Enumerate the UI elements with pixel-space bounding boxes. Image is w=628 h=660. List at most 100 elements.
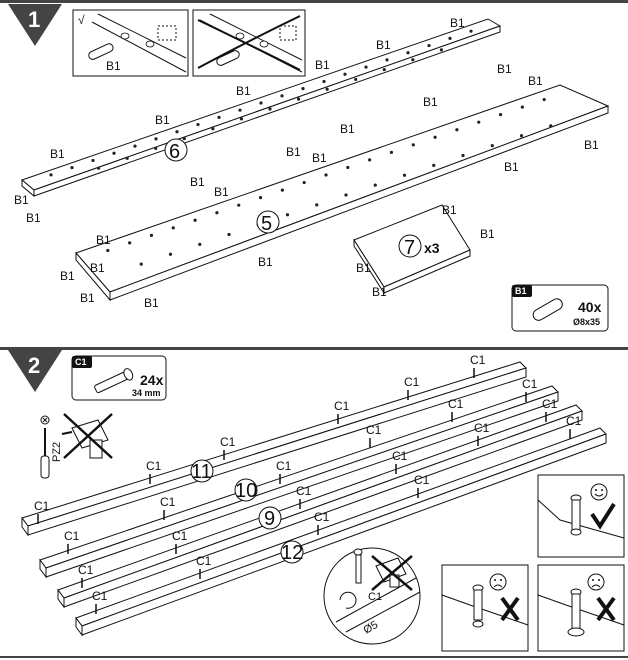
no-drill-cross: [63, 413, 113, 459]
dowel-hole: [433, 135, 437, 139]
connector-label: C1: [470, 353, 486, 367]
dowel-hole: [455, 128, 459, 132]
dowel-hole: [106, 248, 110, 253]
dowel-hole: [154, 137, 158, 141]
connector-label: C1: [404, 375, 420, 389]
connector-label: C1: [276, 459, 292, 473]
dowel-label: B1: [450, 16, 465, 30]
dowel-hole: [344, 193, 348, 197]
connector-label: C1: [34, 499, 50, 513]
dowel-hole: [193, 218, 197, 222]
dowel-hole: [469, 29, 473, 33]
detail-label: C1: [368, 591, 382, 603]
connector-label: C1: [314, 510, 330, 524]
dowel-label: B1: [60, 269, 75, 283]
dowel-hole: [211, 127, 215, 131]
dowel-hole: [171, 226, 175, 230]
dowel-quantity: 40x: [578, 299, 602, 315]
cross-icon: [596, 596, 616, 622]
dowel-icon: [532, 298, 563, 321]
connector-label: C1: [474, 421, 490, 435]
dowel-hole: [128, 241, 132, 245]
dowel-hole: [168, 252, 173, 256]
dowel-hole: [285, 213, 290, 217]
cross-out-stroke: [197, 15, 301, 69]
connector-label: C1: [220, 435, 236, 449]
dowel-hole: [411, 58, 415, 62]
dowel-label: B1: [480, 227, 495, 241]
dowel-hole: [238, 108, 242, 112]
dowel-hole: [519, 134, 524, 138]
dowel-label: B1: [356, 261, 371, 275]
rail-9: 9: [57, 404, 583, 609]
dowel-label: B1: [340, 122, 355, 136]
dowel-label: B1: [504, 160, 519, 174]
dowel-hole: [354, 77, 358, 82]
dowel-label: B1: [376, 38, 391, 52]
dowel-hole: [268, 107, 272, 111]
dowel-hole: [448, 36, 452, 40]
dowel-hole: [343, 72, 347, 76]
dowel-label: B1: [372, 285, 387, 299]
connector-part-box: C1 24x 34 mm: [71, 355, 167, 401]
step-2-section: 2 C1 24x 34 mm PZ2: [0, 347, 628, 658]
dowel-hole: [70, 166, 74, 170]
check-icon: [590, 502, 616, 530]
wrong-install-box-1: [441, 564, 529, 652]
dowel-hole: [280, 94, 284, 98]
dowel-hole: [315, 203, 319, 207]
sad-face-icon: [489, 573, 507, 591]
panel-7-number: 7: [404, 237, 415, 259]
dowel-hole: [215, 211, 219, 215]
dowel-hole: [520, 105, 524, 109]
dowel-badge: B1: [515, 286, 527, 296]
connector-bolt-icon: [472, 584, 484, 628]
correct-install-box: [537, 474, 625, 558]
connector-label: C1: [542, 397, 558, 411]
connector-label: C1: [296, 484, 312, 498]
dowel-hole: [175, 130, 179, 134]
step-2-number: 2: [28, 353, 40, 378]
dowel-hole: [389, 150, 394, 154]
dowel-label: B1: [14, 193, 29, 207]
dowel-hole: [258, 196, 263, 200]
dowel-label: B1: [497, 62, 512, 76]
connector-label: C1: [92, 589, 108, 603]
tools-group: PZ2: [40, 413, 113, 479]
step-1-number: 1: [28, 7, 40, 32]
step-2-band: [0, 347, 628, 350]
dowel-hole: [49, 173, 53, 177]
dowel-hole: [112, 151, 116, 155]
dowel-label: B1: [214, 185, 229, 199]
dowel-hole: [239, 117, 244, 121]
rail-10-number: 10: [235, 480, 257, 502]
connector-bolt-icon: [567, 588, 585, 637]
dowel-hole: [133, 144, 137, 148]
connector-label: C1: [448, 397, 464, 411]
panel-7-multiplier: x3: [424, 240, 440, 256]
dowel-hole: [149, 233, 154, 237]
dowel-hole: [477, 120, 481, 124]
happy-face-icon: [590, 483, 608, 501]
dowel-hole: [182, 136, 186, 141]
dowel-part-box: B1 40x Ø8x35: [511, 284, 609, 332]
dowel-label: B1: [26, 211, 41, 225]
connector-bolt-icon: [353, 548, 363, 584]
dowel-hole: [439, 48, 444, 52]
connector-label: C1: [78, 563, 94, 577]
connector-quantity: 24x: [140, 372, 164, 388]
connector-label: C1: [64, 529, 80, 543]
rail-10: 10: [39, 385, 559, 579]
dowel-label: B1: [144, 296, 159, 310]
dowel-hole: [542, 97, 546, 102]
dowel-hole: [382, 67, 386, 72]
rail-11-number: 11: [191, 461, 212, 483]
dowel-hole: [324, 173, 328, 177]
wrong-install-box-2: [537, 564, 625, 652]
dowel-hole: [325, 87, 329, 91]
inset-label: B1: [106, 59, 121, 73]
dowel-label: B1: [312, 151, 327, 165]
step-2-badge: [8, 350, 62, 392]
no-drill-cross: [371, 555, 413, 591]
